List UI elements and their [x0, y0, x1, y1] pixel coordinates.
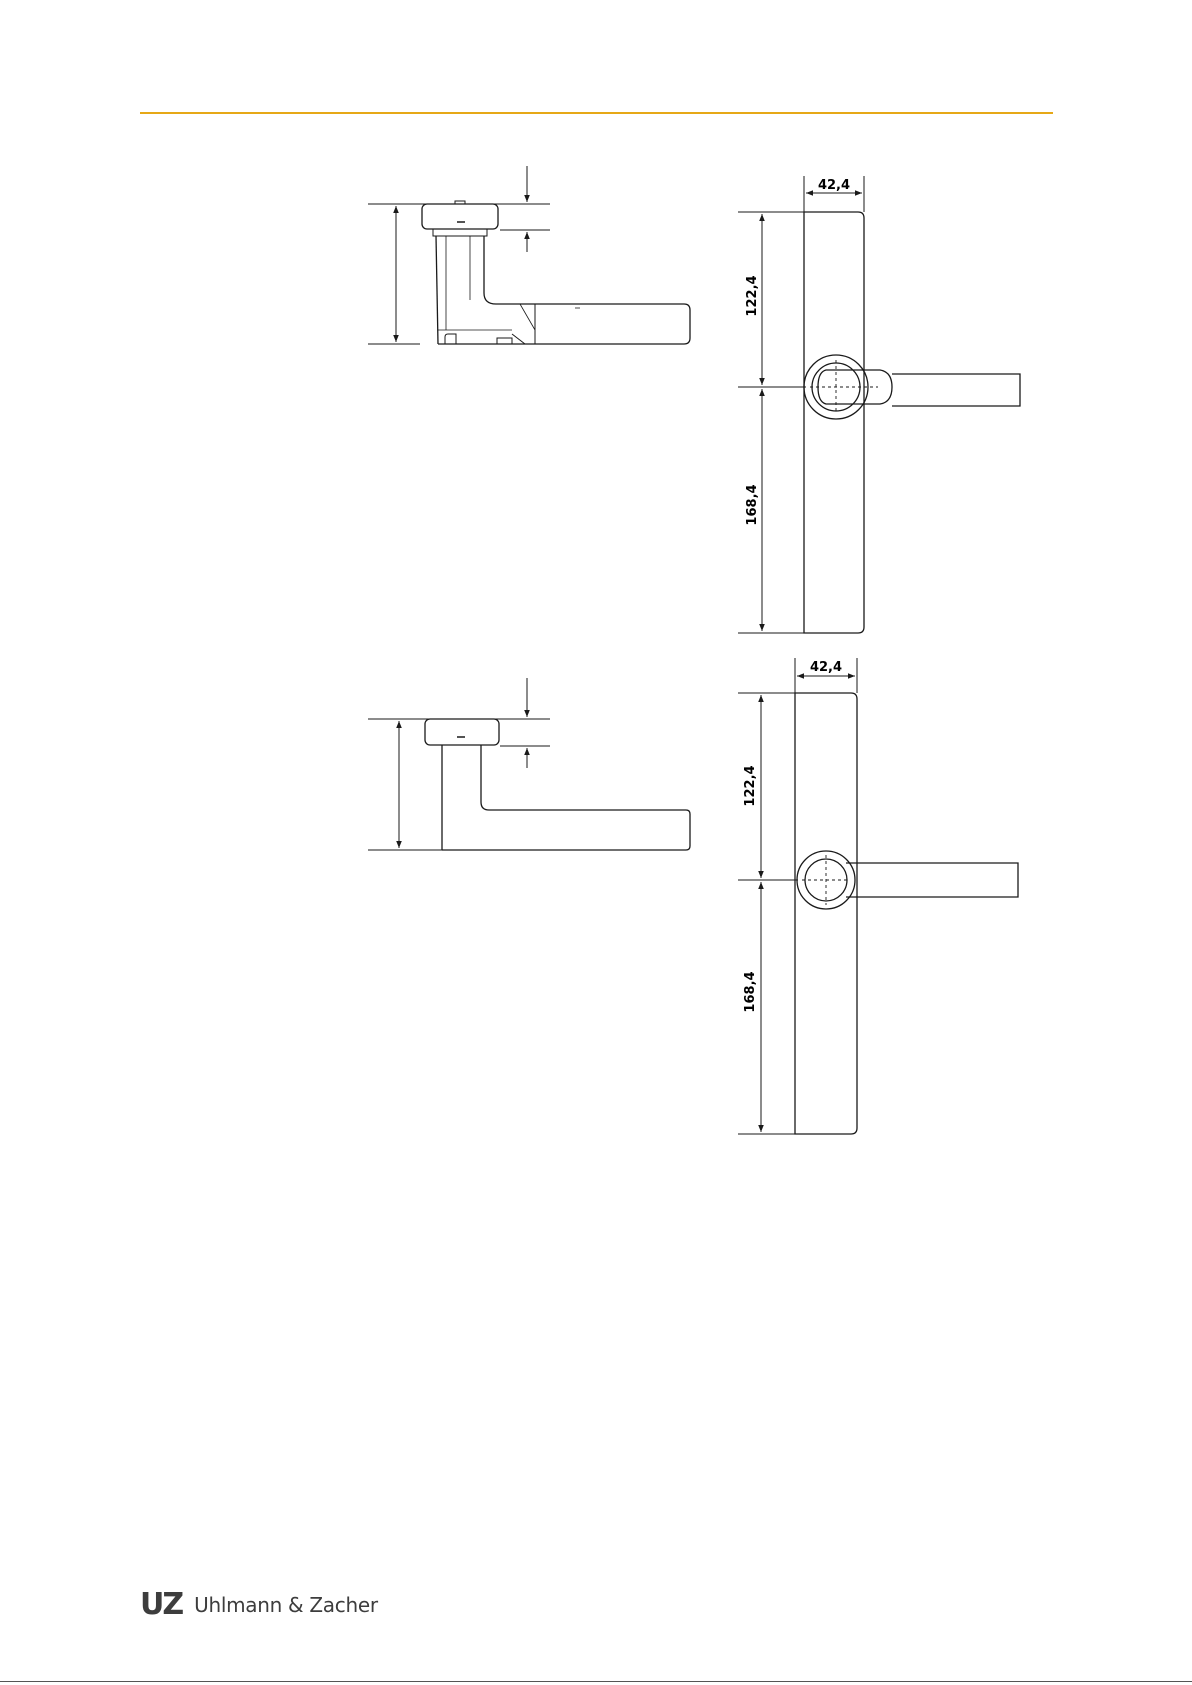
dim-top-front-width: 42,4 [818, 178, 850, 193]
footer-rule [0, 1681, 1192, 1682]
side-view-lever-2 [368, 678, 690, 850]
dim-top-lower-height: 168,4 [745, 484, 760, 525]
uz-logo-mark: UZ [140, 1590, 182, 1620]
dim-bottom-front-width: 42,4 [810, 660, 842, 675]
company-logo: UZ Uhlmann & Zacher [140, 1588, 378, 1622]
side-view-lever-1 [368, 166, 690, 344]
dim-bottom-upper-height: 122,4 [743, 765, 758, 806]
dim-top-upper-height: 122,4 [745, 275, 760, 316]
company-name: Uhlmann & Zacher [194, 1593, 378, 1617]
front-view-lever-1 [738, 176, 1020, 633]
front-view-lever-2 [738, 658, 1018, 1134]
dim-bottom-lower-height: 168,4 [743, 971, 758, 1012]
